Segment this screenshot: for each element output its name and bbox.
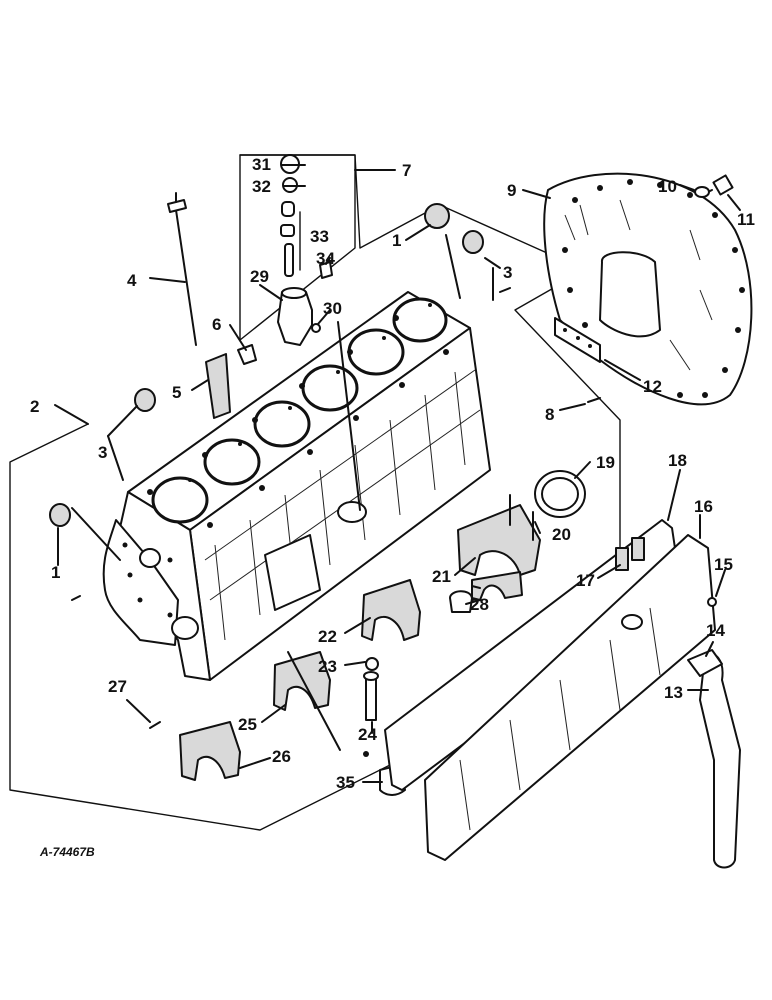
dowel-part-8 — [587, 397, 601, 403]
callout-12: 12 — [643, 377, 662, 396]
callout-30: 30 — [323, 299, 342, 318]
bearing-cap-part-21-b — [471, 571, 523, 601]
cylinder-bore-4 — [301, 364, 359, 412]
callout-6: 6 — [212, 315, 221, 334]
callout-2: 2 — [30, 397, 39, 416]
drawing-number: A-74467B — [39, 845, 95, 859]
callout-27: 27 — [108, 677, 127, 696]
callout-35: 35 — [336, 773, 355, 792]
part-33-stem — [284, 243, 294, 277]
callout-25: 25 — [238, 715, 257, 734]
callout-4: 4 — [127, 271, 137, 290]
dowel-left — [71, 595, 81, 601]
dowel-top — [499, 287, 511, 293]
callout-16: 16 — [694, 497, 713, 516]
callout-1-left: 1 — [51, 563, 60, 582]
callout-29: 29 — [250, 267, 269, 286]
screw-part-15 — [707, 597, 717, 607]
cylinder-bore-3 — [253, 400, 311, 448]
callout-9: 9 — [507, 181, 516, 200]
gasket-part-14 — [687, 649, 723, 677]
callout-34: 34 — [316, 249, 335, 268]
callout-31: 31 — [252, 155, 271, 174]
callout-23: 23 — [318, 657, 337, 676]
callout-15: 15 — [714, 555, 733, 574]
callout-1-top: 1 — [392, 231, 401, 250]
callout-22: 22 — [318, 627, 337, 646]
leader-lines — [54, 164, 741, 783]
callout-7: 7 — [402, 161, 411, 180]
oil-tube-part-13 — [699, 652, 741, 869]
bolt-part-11 — [699, 174, 734, 197]
callout-5: 5 — [172, 383, 181, 402]
plug-part-3-top — [462, 230, 484, 254]
callout-20: 20 — [552, 525, 571, 544]
bolt-part-20 — [509, 494, 534, 541]
oil-pan-part-16 — [424, 534, 716, 861]
part-30 — [311, 323, 321, 333]
washer-part-23 — [365, 657, 379, 671]
callout-13: 13 — [664, 683, 683, 702]
callout-17: 17 — [576, 571, 595, 590]
bearing-cap-part-21-a — [457, 504, 541, 576]
pin-part-27 — [149, 721, 161, 729]
washer-part-10 — [694, 186, 710, 198]
callout-10: 10 — [658, 177, 677, 196]
plate-part-12 — [554, 317, 601, 363]
callout-21: 21 — [432, 567, 451, 586]
flywheel-housing-plate — [543, 172, 753, 406]
part-29 — [277, 291, 313, 346]
bearing-cap-part-26 — [179, 721, 241, 781]
part-33-top — [281, 201, 295, 217]
callout-32: 32 — [252, 177, 271, 196]
dipstick-part-4 — [167, 192, 197, 346]
cylinder-bore-2 — [203, 438, 261, 486]
cylinder-bore-5 — [347, 328, 405, 376]
bearing-cap-part-25 — [273, 651, 331, 711]
plug-part-1-top — [424, 203, 450, 229]
callout-14: 14 — [706, 621, 725, 640]
cylinder-bore-6 — [392, 297, 448, 343]
callout-11: 11 — [737, 210, 755, 229]
callout-8: 8 — [545, 405, 554, 424]
tube-part-5 — [205, 353, 231, 419]
plug-part-1-left — [49, 503, 71, 527]
bearing-cap-part-22 — [361, 579, 421, 641]
callout-3-top: 3 — [503, 263, 512, 282]
cylinder-bore-1 — [151, 476, 209, 524]
part-33-mid — [280, 224, 295, 237]
callout-33: 33 — [310, 227, 329, 246]
callout-26: 26 — [272, 747, 291, 766]
part-28 — [449, 590, 473, 613]
callout-3: 3 — [98, 443, 107, 462]
callout-24: 24 — [358, 725, 377, 744]
callout-19: 19 — [596, 453, 615, 472]
engine-block — [102, 291, 491, 681]
bolt-part-24 — [363, 671, 379, 721]
oil-pan-ribs — [459, 607, 661, 831]
plug-part-3-left — [134, 388, 156, 412]
fitting-part-6 — [237, 344, 257, 365]
callout-18: 18 — [668, 451, 687, 470]
callout-28: 28 — [470, 595, 489, 614]
